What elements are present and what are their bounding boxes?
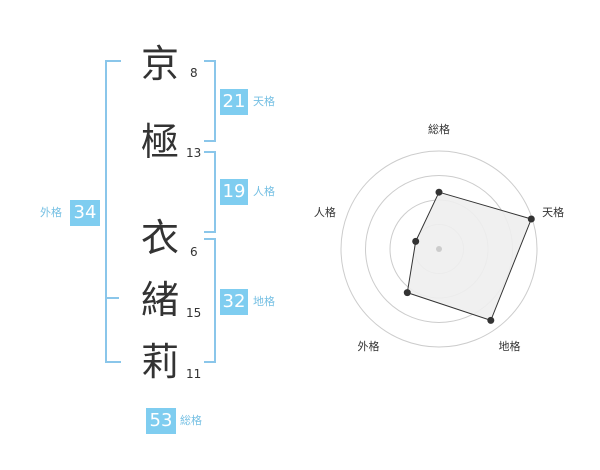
name-char-4: 緒: [140, 278, 179, 322]
jinkaku-label: 人格: [253, 185, 275, 198]
tenkaku-bracket: [204, 60, 216, 142]
jinkaku-bracket: [204, 151, 216, 233]
stroke-count-3: 6: [190, 245, 198, 259]
radar-point-2: [527, 215, 535, 223]
name-char-3: 衣: [140, 216, 179, 260]
gaikaku-value: 34: [70, 200, 100, 226]
chikaku-value: 32: [220, 289, 248, 315]
radar-point-3: [487, 316, 495, 324]
jinkaku-value: 19: [220, 179, 248, 205]
tenkaku-label: 天格: [253, 95, 275, 108]
radar-axis-label: 総格: [428, 122, 450, 136]
chikaku-bracket: [204, 238, 216, 363]
stroke-count-2: 13: [186, 146, 202, 160]
stroke-count-4: 15: [186, 306, 202, 320]
radar-axis-label: 地格: [499, 339, 521, 353]
soukaku-label: 総格: [180, 414, 202, 427]
gaikaku-bracket: [105, 60, 121, 363]
radar-point-5: [412, 237, 420, 245]
radar-series-area: [406, 191, 532, 322]
radar-point-1: [435, 188, 443, 196]
radar-grid-ring: [340, 150, 538, 348]
tenkaku-value: 21: [220, 89, 248, 115]
soukaku-value: 53: [146, 408, 176, 434]
name-char-1: 京: [140, 42, 179, 86]
radar-axis-label: 天格: [542, 205, 564, 219]
radar-center-dot: [436, 246, 442, 252]
chikaku-label: 地格: [253, 295, 275, 308]
name-char-5: 莉: [140, 340, 179, 384]
radar-point-4: [403, 289, 411, 297]
gaikaku-label: 外格: [40, 206, 62, 219]
name-char-2: 極: [140, 120, 179, 164]
stroke-count-5: 11: [186, 367, 202, 381]
radar-axis-label: 外格: [358, 339, 380, 353]
radar-axis-label: 人格: [314, 205, 336, 219]
gaikaku-bracket-tick: [105, 297, 119, 299]
stroke-count-1: 8: [190, 66, 198, 80]
